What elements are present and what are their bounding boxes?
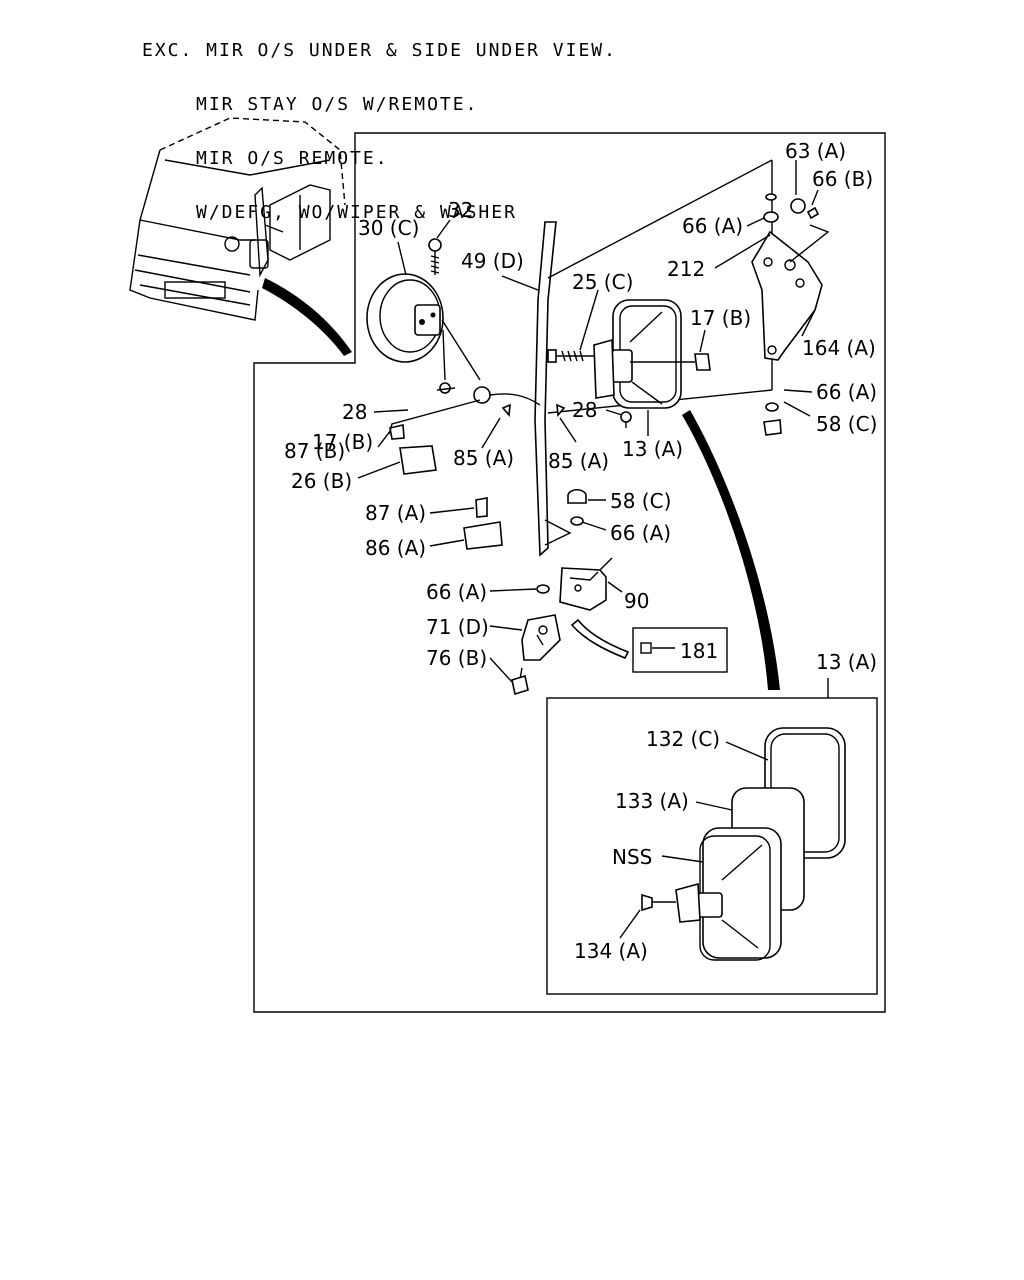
label-66a-right: 66 (A) — [816, 380, 877, 404]
detail-callout-arrow — [682, 410, 780, 690]
cover-86a — [463, 521, 503, 550]
stay-arm-49d — [534, 221, 557, 557]
diagram-frame — [253, 132, 886, 1013]
label-32: 32 — [448, 198, 473, 222]
label-66a-top: 66 (A) — [682, 214, 743, 238]
label-164a: 164 (A) — [802, 336, 876, 360]
diagram-header: EXC. MIR O/S UNDER & SIDE UNDER VIEW. MI… — [142, 6, 617, 240]
label-28-mid: 28 — [572, 398, 597, 422]
label-133a: 133 (A) — [615, 789, 689, 813]
label-17b-left: 17 (B) — [312, 430, 373, 454]
label-49d: 49 (D) — [461, 249, 524, 273]
detail-box-13a — [546, 697, 878, 995]
bracket-90 — [559, 567, 607, 611]
bolt-32 — [428, 238, 442, 275]
label-212: 212 — [667, 257, 705, 281]
cover-26b — [399, 445, 437, 475]
leader-lines — [357, 160, 819, 939]
label-87a: 87 (A) — [365, 501, 426, 525]
mirror-exploded-view — [641, 727, 846, 961]
label-26b: 26 (B) — [291, 469, 352, 493]
label-66a-mid: 66 (A) — [610, 521, 671, 545]
header-line-2: MIR STAY O/S W/REMOTE. — [196, 94, 479, 115]
label-63a: 63 (A) — [785, 139, 846, 163]
label-13a-box: 13 (A) — [816, 650, 877, 674]
label-85a-left: 85 (A) — [453, 446, 514, 470]
label-87b: 87 (B) — [284, 439, 345, 463]
round-mirror-30c — [366, 273, 444, 363]
label-30c: 30 (C) — [358, 216, 419, 240]
label-132c: 132 (C) — [646, 727, 720, 751]
label-134a: 134 (A) — [574, 939, 648, 963]
label-13a: 13 (A) — [622, 437, 683, 461]
label-58c-right: 58 (C) — [816, 412, 877, 436]
header-line-3: MIR O/S REMOTE. — [196, 148, 389, 169]
truck-cab-illustration — [129, 117, 346, 321]
bracket-164a — [751, 230, 823, 361]
label-181: 181 — [680, 639, 718, 663]
header-line-1: EXC. MIR O/S UNDER & SIDE UNDER VIEW. — [142, 40, 617, 61]
label-66b: 66 (B) — [812, 167, 873, 191]
label-76b: 76 (B) — [426, 646, 487, 670]
label-17b-right: 17 (B) — [690, 306, 751, 330]
label-71d: 71 (D) — [426, 615, 489, 639]
label-nss: NSS — [612, 845, 652, 869]
label-90: 90 — [624, 589, 649, 613]
label-25c: 25 (C) — [572, 270, 633, 294]
label-58c-mid: 58 (C) — [610, 489, 671, 513]
label-66a-lower: 66 (A) — [426, 580, 487, 604]
label-86a: 86 (A) — [365, 536, 426, 560]
ref-181-box — [632, 627, 728, 673]
main-mirror-13a — [593, 299, 682, 409]
lower-mount-71d — [521, 614, 561, 661]
header-line-4: W/DEFG, WO/WIPER & WASHER — [196, 202, 517, 223]
cab-callout-arrow — [262, 278, 352, 356]
label-85a-right: 85 (A) — [548, 449, 609, 473]
label-28-left: 28 — [342, 400, 367, 424]
